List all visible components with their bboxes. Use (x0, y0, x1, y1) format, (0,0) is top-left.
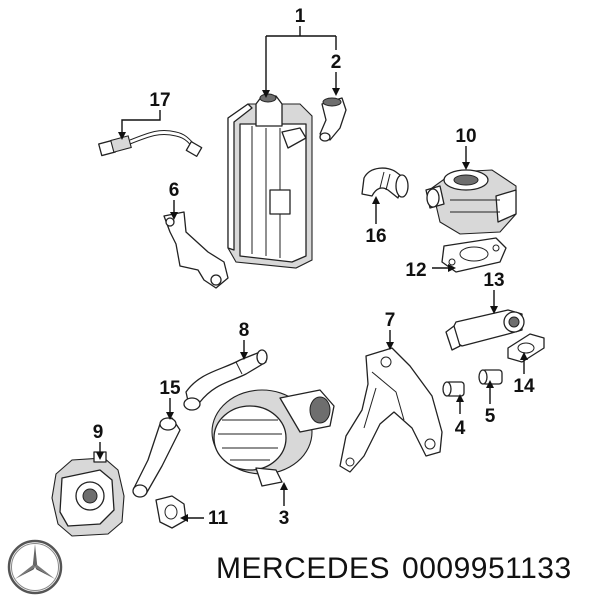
three-pointed-star-icon (7, 539, 63, 595)
part-11-gasket (155, 495, 187, 529)
part-14-small-gasket (507, 333, 545, 363)
part-5-bolt (478, 369, 503, 385)
leader-lines (96, 26, 528, 522)
brand-caption: MERCEDES 0009951133 (216, 552, 584, 586)
callout-10: 10 (455, 126, 476, 147)
callout-14: 14 (513, 376, 535, 397)
callout-7: 7 (385, 310, 396, 331)
part-13-pipe (445, 309, 525, 351)
part-number: 0009951133 (402, 552, 572, 585)
part-8-hose (183, 349, 268, 411)
callout-11: 11 (208, 508, 229, 529)
part-6-bracket (163, 211, 229, 289)
callout-6: 6 (169, 180, 180, 201)
callout-5: 5 (485, 406, 496, 427)
callout-13: 13 (483, 270, 504, 291)
part-16-hose (361, 167, 409, 199)
footer-bar: MERCEDES 0009951133 (0, 536, 600, 600)
part-4-bolt (442, 381, 465, 397)
callout-12: 12 (405, 260, 426, 281)
part-12-gasket (441, 237, 507, 273)
callout-3: 3 (279, 508, 290, 529)
callout-2: 2 (331, 52, 342, 73)
part-17-sensor-cable (98, 129, 203, 157)
callout-15: 15 (159, 378, 181, 399)
part-10-valve (425, 169, 517, 235)
callout-16: 16 (365, 226, 386, 247)
callout-8: 8 (239, 320, 250, 341)
callout-9: 9 (93, 422, 104, 443)
part-9-housing (51, 451, 125, 537)
part-7-bracket (339, 347, 443, 473)
callout-1: 1 (295, 6, 306, 27)
callout-17: 17 (149, 90, 170, 111)
brand-name: MERCEDES (216, 552, 391, 585)
part-2-elbow-fitting (319, 97, 347, 142)
part-1-canister (227, 93, 313, 269)
part-15-pipe (132, 417, 181, 498)
part-3-air-pump (211, 389, 335, 487)
callout-labels: 1 2 3 4 5 6 7 8 9 10 11 12 13 14 15 16 1… (93, 6, 535, 529)
callout-4: 4 (455, 418, 466, 439)
